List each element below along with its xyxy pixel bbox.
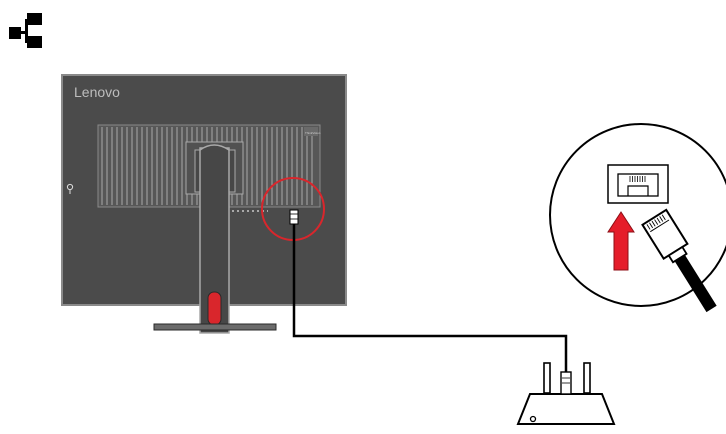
stand-cable-clip [207,291,222,326]
inset-zoom-circle [549,123,726,313]
brand-logo: Lenovo [74,84,120,100]
router-icon [516,362,616,425]
monitor: Lenovo ThinkVision [61,74,347,334]
monitor-badge: ThinkVision [305,131,321,135]
ethernet-port-icon [607,164,669,204]
ethernet-cable [292,224,568,372]
insert-arrow-icon [607,211,635,271]
monitor-ethernet-port [289,209,299,225]
ethernet-plug-icon [641,208,717,313]
monitor-stand-base [153,323,277,331]
network-port-icon [9,13,42,48]
power-indicator [66,183,74,191]
